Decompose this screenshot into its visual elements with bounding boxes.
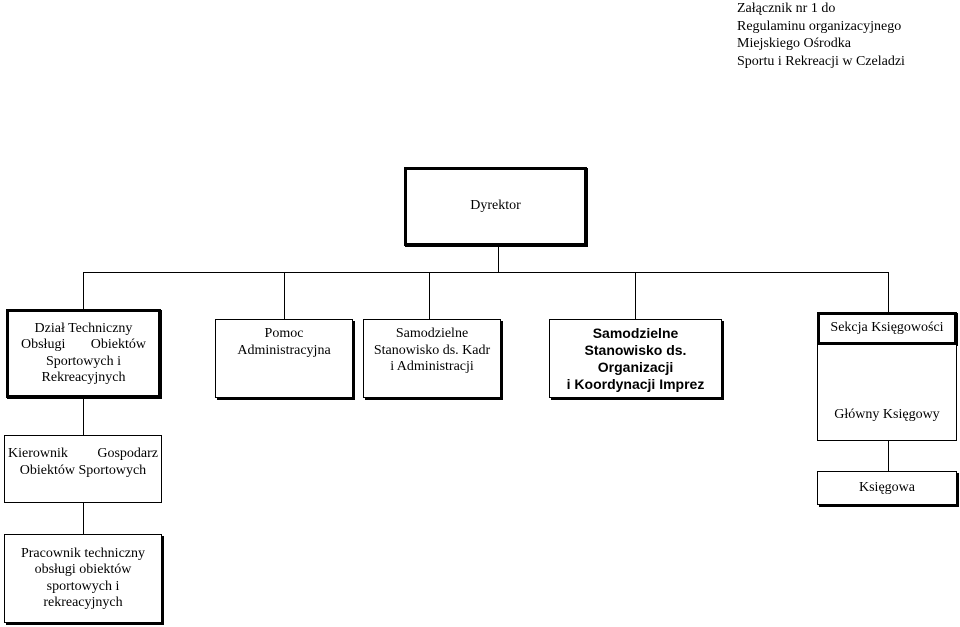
admin-assistant-line-1: Pomoc bbox=[264, 326, 304, 341]
technical-worker-box: Pracownik techniczny obsługi obiektów sp… bbox=[4, 534, 162, 623]
director-box: Dyrektor bbox=[404, 167, 587, 246]
admin-assistant-box: Pomoc Administracyjna bbox=[215, 319, 353, 398]
events-post-line-1: Samodzielne bbox=[592, 324, 679, 341]
technical-department-box: Dział Techniczny Obsługi Obiektów Sporto… bbox=[6, 309, 161, 398]
technical-department-line-2: Obsługi Obiektów bbox=[21, 337, 146, 354]
chief-accountant-box: Główny Księgowy bbox=[817, 344, 957, 441]
technical-department-line-1: Dział Techniczny bbox=[34, 320, 133, 336]
chief-accountant-label: Główny Księgowy bbox=[834, 406, 940, 422]
facilities-manager-line-1: Kierownik Gospodarz bbox=[8, 446, 158, 463]
events-post-line-4: i Koordynacji Imprez bbox=[566, 375, 705, 392]
hr-admin-post-line-2: Stanowisko ds. Kadr bbox=[373, 342, 491, 358]
technical-department-line-4: Rekreacyjnych bbox=[41, 370, 126, 385]
accountant-box: Księgowa bbox=[817, 471, 957, 505]
hr-admin-post-line-3: i Administracji bbox=[390, 359, 474, 374]
technical-department-line-3: Sportowych i bbox=[45, 353, 122, 369]
hr-admin-post-line-1: Samodzielne bbox=[395, 326, 469, 341]
accounting-section-title: Sekcja Księgowości bbox=[830, 320, 944, 336]
hr-admin-post-box: Samodzielne Stanowisko ds. Kadr i Admini… bbox=[363, 319, 501, 398]
attachment-note-line-4: Sportu i Rekreacji w Czeladzi bbox=[737, 53, 905, 69]
technical-worker-line-3: sportowych i bbox=[46, 578, 120, 594]
facilities-manager-box: Kierownik Gospodarz Obiektów Sportowych bbox=[4, 435, 162, 503]
attachment-note: Załącznik nr 1 do Regulaminu organizacyj… bbox=[737, 0, 905, 70]
attachment-note-line-2: Regulaminu organizacyjnego bbox=[737, 18, 902, 34]
events-post-box: Samodzielne Stanowisko ds. Organizacji i… bbox=[549, 319, 722, 398]
technical-worker-line-4: rekreacyjnych bbox=[43, 595, 123, 610]
technical-department-line-2-right: Obiektów bbox=[90, 337, 146, 352]
accountant-label: Księgowa bbox=[859, 479, 915, 495]
facilities-manager-line-1-left: Kierownik bbox=[8, 446, 68, 461]
technical-worker-line-1: Pracownik techniczny bbox=[20, 545, 145, 561]
attachment-note-line-1: Załącznik nr 1 do bbox=[737, 1, 836, 16]
technical-worker-line-2: obsługi obiektów bbox=[34, 562, 132, 577]
facilities-manager-line-2: Obiektów Sportowych bbox=[19, 462, 147, 478]
director-label: Dyrektor bbox=[470, 198, 521, 214]
accounting-section-box: Sekcja Księgowości bbox=[817, 312, 957, 345]
facilities-manager-line-1-right: Gospodarz bbox=[97, 446, 158, 461]
technical-department-line-2-left: Obsługi bbox=[21, 337, 66, 352]
events-post-line-3: Organizacji bbox=[597, 358, 674, 375]
attachment-note-line-3: Miejskiego Ośrodka bbox=[737, 36, 851, 51]
events-post-line-2: Stanowisko ds. bbox=[584, 341, 687, 358]
admin-assistant-line-2: Administracyjna bbox=[237, 342, 331, 358]
